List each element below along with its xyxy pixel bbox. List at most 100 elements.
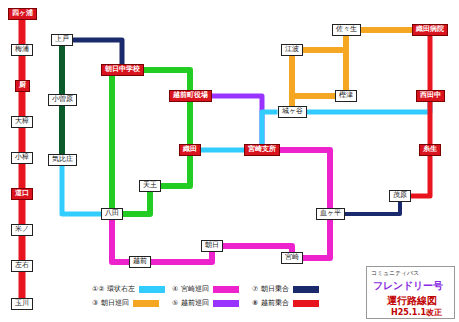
revision-date: H25.1.1改正 <box>391 307 442 318</box>
stop-name: 宮崎 <box>282 253 302 261</box>
route-line <box>59 46 65 94</box>
stop-name: 血ヶ平 <box>317 209 344 217</box>
major-stop: 厨 <box>15 80 30 92</box>
bus-stop: 八田 <box>101 208 123 220</box>
bus-stop: 江波 <box>281 44 303 56</box>
bus-stop: 梅浦 <box>11 44 33 56</box>
stop-name: 八田 <box>102 209 122 217</box>
stop-name: 宮崎支所 <box>245 145 279 153</box>
legend-item: ⑧ 越前乗合 <box>252 298 319 308</box>
stop-name: 越前 <box>130 257 150 265</box>
legend-text: ⑤ 越前巡回 <box>172 298 209 308</box>
route-line <box>201 148 244 153</box>
route-line <box>303 36 346 50</box>
bus-stop: 血ヶ平 <box>316 208 345 220</box>
stop-name: 糸生 <box>420 145 440 153</box>
bus-stop: 天王 <box>139 180 161 192</box>
bus-stop: 左右 <box>11 260 33 272</box>
legend-item: ③ 朝日巡回 <box>92 298 159 308</box>
route-line <box>19 200 26 224</box>
legend-text: ④ 宮崎巡回 <box>172 284 209 294</box>
route-line <box>361 27 413 33</box>
route-line <box>428 36 433 90</box>
stop-name: 朝日中学校 <box>102 65 143 73</box>
stop-name: 道口 <box>12 189 32 197</box>
bus-stop: 気比庄 <box>48 154 77 166</box>
bus-stop: 宮崎 <box>281 252 303 264</box>
stop-name: 大樟 <box>12 117 32 125</box>
stop-name: 四ヶ浦 <box>9 9 36 17</box>
legend-item: ①② 環状右左 <box>92 284 165 294</box>
bus-stop: 越前 <box>129 256 151 268</box>
stop-name: 小樟 <box>12 153 32 161</box>
legend-swatch <box>133 300 159 307</box>
map-title: 運行路線図 <box>387 294 437 308</box>
route-line <box>19 92 26 116</box>
route-line <box>19 20 26 44</box>
route-line <box>19 236 26 260</box>
legend-swatch <box>293 286 319 293</box>
stop-name: 左右 <box>12 261 32 269</box>
route-line <box>345 202 401 214</box>
route-line <box>161 156 190 186</box>
legend-text: ③ 朝日巡回 <box>92 298 129 308</box>
major-stop: 宮崎支所 <box>244 144 280 156</box>
stop-name: 天王 <box>140 181 160 189</box>
route-line <box>112 220 129 262</box>
legend-swatch <box>139 286 165 293</box>
logo-subtitle: コミュニティバス <box>371 269 419 278</box>
stop-name: 織田 <box>180 145 200 153</box>
bus-stop: 佐々生 <box>332 24 361 36</box>
bus-stop: 茂原 <box>389 190 411 202</box>
major-stop: 西田中 <box>416 90 445 102</box>
route-line <box>428 102 433 144</box>
major-stop: 朝日中学校 <box>101 64 144 76</box>
route-line <box>292 96 335 106</box>
route-line <box>73 40 122 64</box>
legend-text: ⑦ 朝日乗合 <box>252 284 289 294</box>
legend-item: ⑤ 越前巡回 <box>172 298 239 308</box>
logo-panel: コミュニティバスフレンドリー号運行路線図H25.1.1改正 <box>366 266 455 319</box>
route-line <box>19 272 26 298</box>
stop-name: 玉川 <box>12 299 32 307</box>
stop-name: 佐々生 <box>333 25 360 33</box>
bus-stop: 上戸 <box>51 34 73 46</box>
stop-name: 上戸 <box>52 35 72 43</box>
route-line <box>343 36 349 90</box>
route-line <box>187 102 193 144</box>
legend-swatch <box>213 300 239 307</box>
stop-name: 小曽原 <box>49 95 76 103</box>
legend-text: ⑧ 越前乗合 <box>252 298 289 308</box>
stop-name: 織田病院 <box>413 25 447 33</box>
route-line <box>19 128 26 152</box>
bus-stop: 樫津 <box>335 90 357 102</box>
route-line <box>19 164 26 188</box>
bus-stop: 米ノ <box>11 224 33 236</box>
route-line <box>280 150 330 208</box>
route-line <box>151 252 212 262</box>
bus-stop: 城ヶ谷 <box>278 106 307 118</box>
route-line <box>144 70 191 90</box>
route-line <box>59 106 65 154</box>
legend-item: ④ 宮崎巡回 <box>172 284 239 294</box>
route-line <box>262 112 278 144</box>
stop-name: 城ヶ谷 <box>279 107 306 115</box>
legend-swatch <box>213 286 239 293</box>
bus-stop: 小曽原 <box>48 94 77 106</box>
route-line <box>123 192 150 214</box>
route-line <box>289 56 295 106</box>
route-line <box>411 156 430 196</box>
logo-name: フレンドリー号 <box>373 279 443 293</box>
stop-name: 越前町役場 <box>170 91 211 99</box>
major-stop: 越前町役場 <box>169 90 212 102</box>
stop-name: 朝日 <box>202 241 222 249</box>
route-line <box>307 102 431 112</box>
stop-name: 気比庄 <box>49 155 76 163</box>
stop-name: 梅浦 <box>12 45 32 53</box>
route-line <box>62 166 101 214</box>
stop-name: 米ノ <box>12 225 32 233</box>
stop-name: 茂原 <box>390 191 410 199</box>
legend-swatch <box>293 300 319 307</box>
major-stop: 織田病院 <box>412 24 448 36</box>
route-line <box>303 220 330 258</box>
